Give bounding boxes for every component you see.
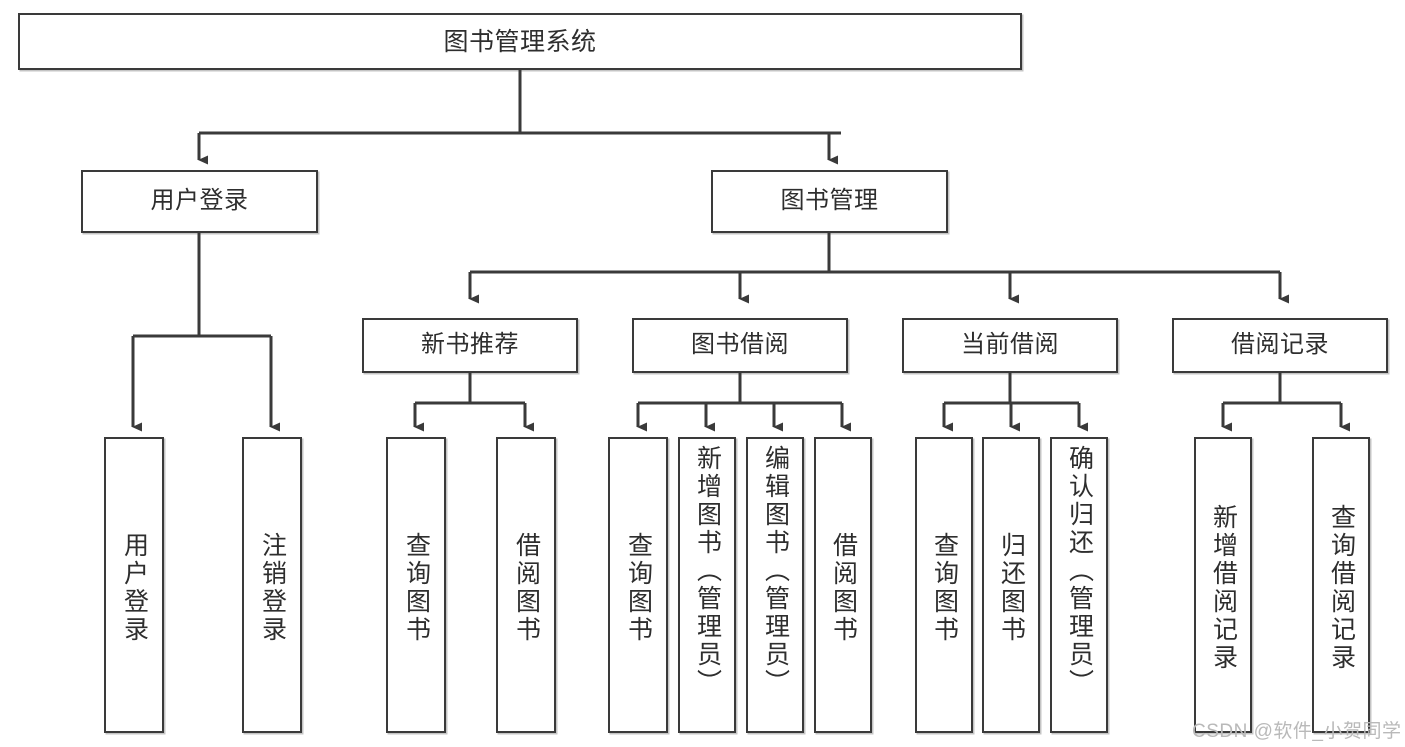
node-leaf-add-record[interactable]: 新增借阅记录 xyxy=(1194,437,1252,733)
node-current-borrow[interactable]: 当前借阅 xyxy=(902,318,1118,373)
node-new-book-recommend[interactable]: 新书推荐 xyxy=(362,318,578,373)
node-label: 图书管理 xyxy=(780,187,879,215)
node-root-book-management-system[interactable]: 图书管理系统 xyxy=(18,13,1022,70)
node-label: 图书借阅 xyxy=(691,331,789,359)
node-book-management[interactable]: 图书管理 xyxy=(711,170,948,233)
node-leaf-borrow-book-1[interactable]: 借阅图书 xyxy=(496,437,556,733)
node-leaf-edit-book[interactable]: 编辑图书（管理员） xyxy=(746,437,804,733)
node-leaf-return-book[interactable]: 归还图书 xyxy=(982,437,1040,733)
node-leaf-query-book-3[interactable]: 查询图书 xyxy=(915,437,973,733)
node-label: 新增借阅记录 xyxy=(1209,504,1238,672)
node-borrow-record[interactable]: 借阅记录 xyxy=(1172,318,1388,373)
node-label: 查询图书 xyxy=(402,532,431,644)
node-label: 新增图书（管理员） xyxy=(693,445,722,697)
node-label: 归还图书 xyxy=(997,532,1026,644)
node-leaf-user-login[interactable]: 用户登录 xyxy=(104,437,164,733)
node-leaf-logout-login[interactable]: 注销登录 xyxy=(242,437,302,733)
csdn-watermark: CSDN @软件_小贺同学 xyxy=(1192,721,1402,742)
node-label: 新书推荐 xyxy=(421,331,519,359)
node-label: 查询图书 xyxy=(930,532,959,644)
node-leaf-query-book-1[interactable]: 查询图书 xyxy=(386,437,446,733)
node-leaf-query-record[interactable]: 查询借阅记录 xyxy=(1312,437,1370,733)
node-leaf-borrow-book-2[interactable]: 借阅图书 xyxy=(814,437,872,733)
node-label: 用户登录 xyxy=(150,187,249,215)
node-leaf-add-book[interactable]: 新增图书（管理员） xyxy=(678,437,736,733)
node-user-login[interactable]: 用户登录 xyxy=(81,170,318,233)
node-label: 查询借阅记录 xyxy=(1327,504,1356,672)
node-leaf-query-book-2[interactable]: 查询图书 xyxy=(608,437,668,733)
node-label: 用户登录 xyxy=(120,532,149,644)
node-book-borrow[interactable]: 图书借阅 xyxy=(632,318,848,373)
node-label: 借阅记录 xyxy=(1231,331,1329,359)
node-label: 确认归还（管理员） xyxy=(1065,445,1094,697)
node-leaf-confirm-return[interactable]: 确认归还（管理员） xyxy=(1050,437,1108,733)
node-label: 图书管理系统 xyxy=(443,27,597,56)
node-label: 注销登录 xyxy=(258,532,287,644)
node-label: 当前借阅 xyxy=(961,331,1059,359)
node-label: 借阅图书 xyxy=(512,532,541,644)
node-label: 编辑图书（管理员） xyxy=(761,445,790,697)
node-label: 查询图书 xyxy=(624,532,653,644)
node-label: 借阅图书 xyxy=(829,532,858,644)
